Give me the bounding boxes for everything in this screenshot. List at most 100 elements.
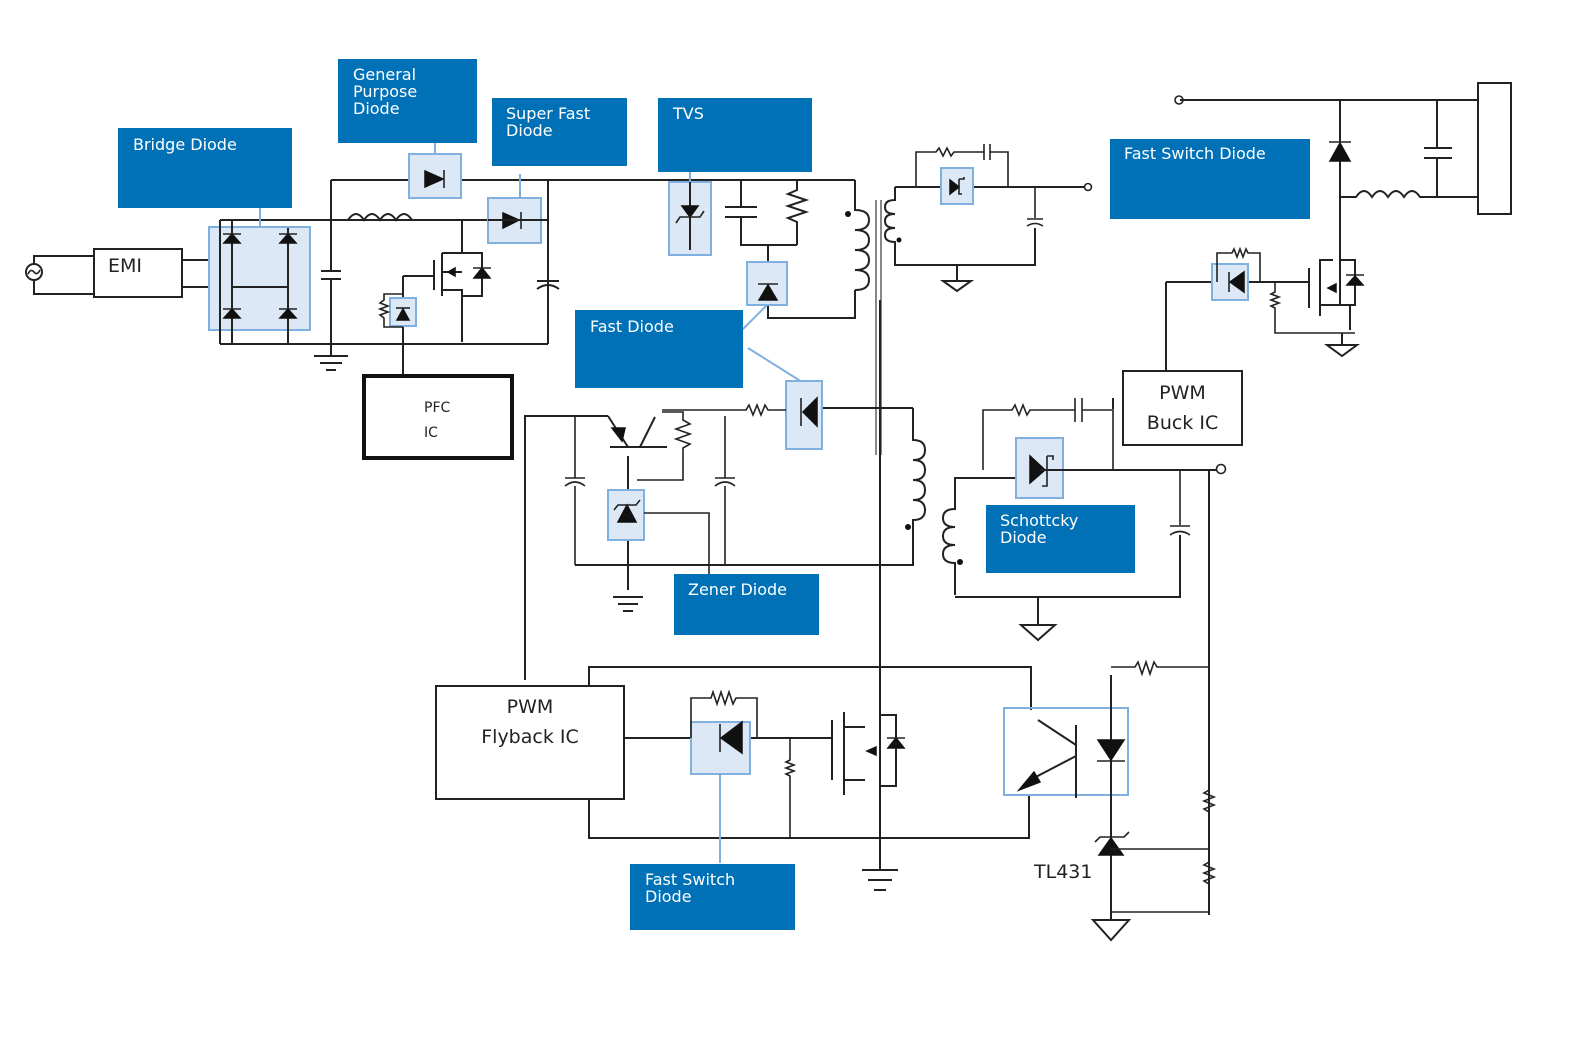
pfc-gate-diode-icon xyxy=(395,307,411,321)
fast-diode-callout: Fast Diode xyxy=(575,310,743,388)
buck-mosfet-icon xyxy=(1308,259,1365,330)
feedback-divider-resistors xyxy=(1111,783,1217,913)
bulk-capacitor-icon xyxy=(536,280,560,290)
buck-inductor-icon xyxy=(1340,190,1478,199)
flyback-gate-resistor xyxy=(690,689,758,738)
optocoupler-transistor-icon xyxy=(1016,719,1077,798)
bridge-diode-highlight xyxy=(208,226,311,331)
ground-icon-pfc xyxy=(314,355,348,371)
schottky-diode-icon-1 xyxy=(949,177,965,196)
secondary-2-return xyxy=(955,535,1181,598)
buck-input-terminal[interactable] xyxy=(1174,95,1184,105)
aux-capacitor-2 xyxy=(714,416,736,565)
schottky-label-line-1: Schottcky xyxy=(1000,511,1079,530)
rc-snubber-icon xyxy=(725,180,856,319)
aux-series-resistor xyxy=(662,402,786,418)
rc-snubber-secondary-2 xyxy=(982,398,1114,470)
bridge-diode-icons xyxy=(222,232,298,319)
tl431-icon xyxy=(1094,831,1130,856)
schottky-diode-icon-2 xyxy=(1029,454,1054,487)
aux-winding-icon xyxy=(575,408,927,566)
output-capacitor-2 xyxy=(1169,470,1191,536)
zener-diode-callout: Zener Diode xyxy=(674,574,819,635)
pwm-buck-label-line-1: PWM xyxy=(1159,382,1206,404)
fsd-bottom-label-line-1: Fast Switch xyxy=(645,870,736,889)
buck-output-capacitor xyxy=(1424,100,1452,197)
ground-icon-aux xyxy=(613,596,643,612)
tvs-diode-icon xyxy=(675,180,705,250)
secondary-1-dot xyxy=(896,237,902,243)
buck-pulldown-resistor xyxy=(1268,282,1355,334)
emi-label: EMI xyxy=(108,255,143,277)
tvs-label: TVS xyxy=(673,104,704,123)
schottky-label-line-2: Diode xyxy=(1000,528,1047,547)
ground-icon-tl431 xyxy=(1090,912,1132,942)
load-box xyxy=(1477,82,1512,215)
fast-switch-diode-top-callout: Fast Switch Diode xyxy=(1110,139,1310,219)
pfc-output-wires xyxy=(488,180,549,344)
flyback-mosfet-icon xyxy=(831,712,906,795)
gp-label-line-1: General xyxy=(353,65,417,84)
ac-source-icon xyxy=(25,263,43,281)
fast-diode-icon xyxy=(757,283,779,301)
zener-feedback-wire xyxy=(644,512,710,575)
flyback-sense-wire xyxy=(588,666,1032,710)
pfc-ic-label-line-2: IC xyxy=(424,425,438,441)
general-purpose-diode-icon xyxy=(424,169,445,189)
vcc-to-pwm-wire xyxy=(524,415,608,680)
optocoupler-led-icon xyxy=(1096,675,1126,912)
pwm-buck-ic-box xyxy=(1122,370,1243,446)
emi-filter-box xyxy=(93,248,183,298)
gp-label-line-2: Purpose xyxy=(353,82,418,101)
zener-diode-icon xyxy=(613,499,641,523)
aux-capacitor-1 xyxy=(564,416,586,565)
secondary-2-dot xyxy=(957,559,963,565)
output-2-terminal[interactable] xyxy=(1215,463,1227,475)
output-1-terminal[interactable] xyxy=(1083,182,1093,192)
tl431-label: TL431 xyxy=(1034,861,1093,883)
primary-dot xyxy=(845,211,851,217)
fsd-top-label: Fast Switch Diode xyxy=(1124,144,1266,163)
secondary-winding-1-icon xyxy=(883,187,1036,266)
fast-switch-diode-buck-icon xyxy=(1228,270,1245,294)
schottky-diode-callout: Schottcky Diode xyxy=(986,505,1135,573)
pwm-flyback-ic-label: PWM Flyback IC xyxy=(436,692,624,752)
tvs-callout: TVS xyxy=(658,98,812,172)
fsd-bottom-label-line-2: Diode xyxy=(645,887,692,906)
bridge-wires xyxy=(219,219,548,345)
input-capacitor xyxy=(321,180,341,356)
fast-diode-callout-leaders xyxy=(739,304,803,383)
pwm-flyback-label-line-2: Flyback IC xyxy=(481,726,579,748)
ground-icon-buck xyxy=(1323,333,1361,358)
buck-gate-resistor xyxy=(1216,246,1261,282)
flyback-return-wire xyxy=(588,795,1030,839)
led-series-resistor xyxy=(1111,659,1209,677)
buck-freewheel-diode-icon xyxy=(1328,141,1352,162)
pfc-gate-resistor-icon xyxy=(377,293,403,328)
pwm-flyback-ic-box xyxy=(435,685,625,800)
pfc-inductor-icon xyxy=(331,213,488,222)
gp-label-line-3: Diode xyxy=(353,99,400,118)
fast-switch-diode-gate-icon xyxy=(719,720,743,755)
fast-diode-label: Fast Diode xyxy=(590,317,674,336)
ground-icon-secondary-1 xyxy=(939,265,975,293)
zener-diode-label: Zener Diode xyxy=(688,580,788,599)
bridge-diode-callout: Bridge Diode xyxy=(118,128,292,208)
output-capacitor-1 xyxy=(1026,187,1044,227)
pfc-ic-box xyxy=(362,374,514,460)
sfd-label-line-1: Super Fast xyxy=(506,104,591,123)
pwm-flyback-label-line-1: PWM xyxy=(506,696,554,718)
pfc-mosfet-icon xyxy=(433,220,492,342)
super-fast-diode-callout: Super Fast Diode xyxy=(492,98,627,166)
transformer-primary-icon xyxy=(854,180,871,291)
general-purpose-diode-callout: General Purpose Diode xyxy=(338,59,477,143)
fast-switch-diode-bottom-callout: Fast Switch Diode xyxy=(630,864,795,930)
pwm-buck-label-line-2: Buck IC xyxy=(1146,412,1219,434)
optocoupler-box xyxy=(1003,707,1129,796)
npn-transistor-icon xyxy=(607,415,667,590)
bridge-diode-label: Bridge Diode xyxy=(133,135,237,154)
ground-icon-secondary-2 xyxy=(1018,597,1058,642)
flyback-pulldown-resistor xyxy=(783,738,797,838)
